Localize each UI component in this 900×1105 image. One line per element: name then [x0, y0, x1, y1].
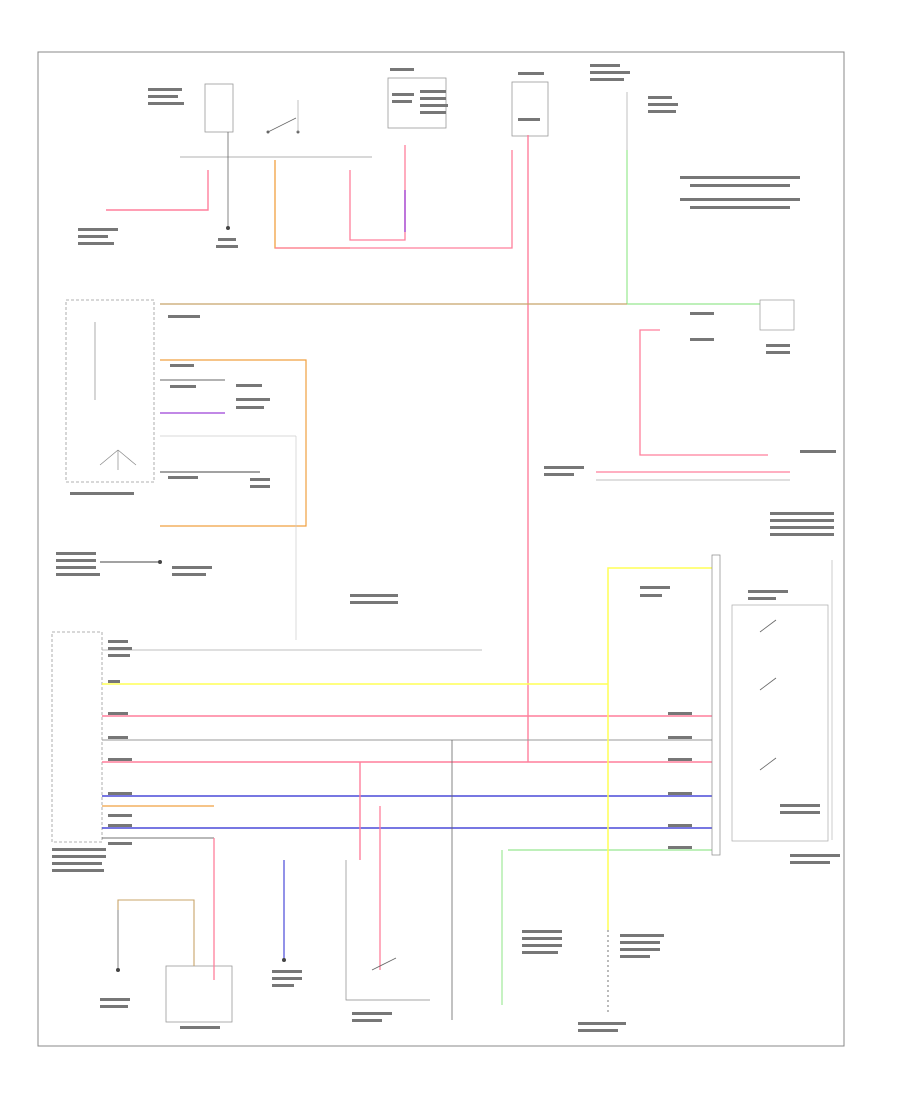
diagram-border: [37, 51, 845, 1047]
steering-sensor-section: [56, 552, 398, 604]
bottom-components-section: [100, 838, 664, 1032]
module-harness-section: [51, 554, 840, 1020]
instrument-cluster-section: [65, 299, 760, 640]
top-fuse-section: [78, 64, 800, 762]
brake-switch-section: [544, 299, 836, 536]
